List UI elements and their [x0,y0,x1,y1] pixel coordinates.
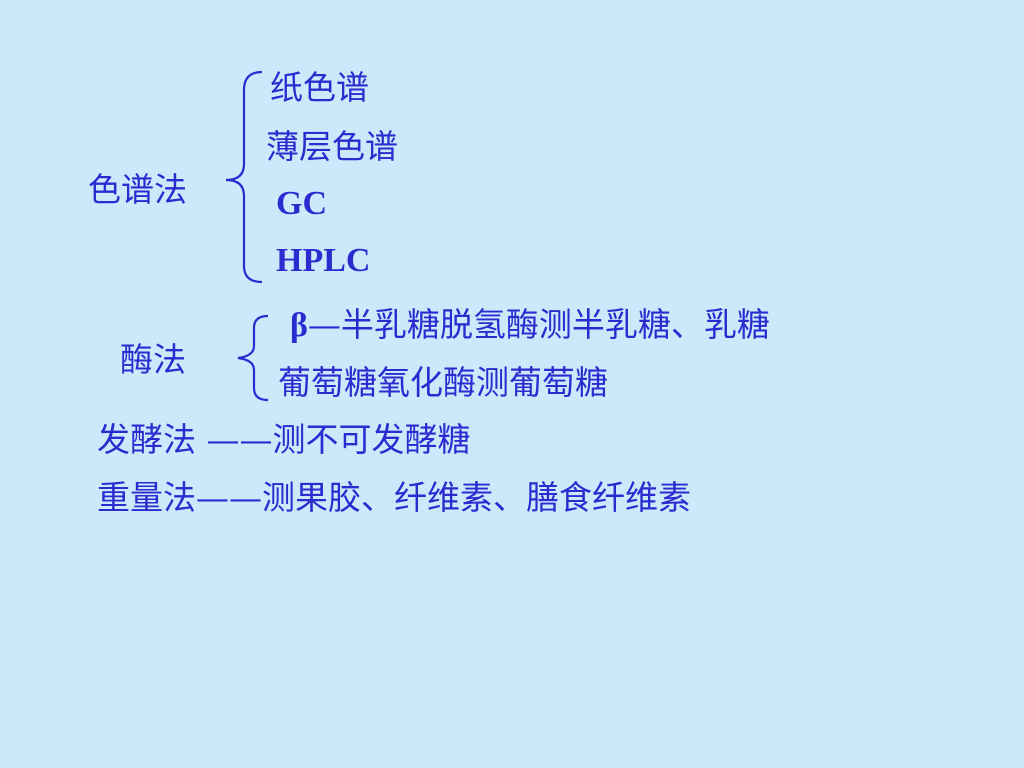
chromatography-label: 色谱法 [88,170,187,209]
enzymatic-item-galactose: β—半乳糖脱氢酶测半乳糖、乳糖 [290,305,770,346]
chromatography-item-tlc: 薄层色谱 [266,127,398,166]
chromatography-brace [225,70,263,284]
fermentation-line: 发酵法 ——测不可发酵糖 [97,420,471,459]
enzymatic-item-glucose: 葡萄糖氧化酶测葡萄糖 [278,363,608,402]
gravimetric-line: 重量法——测果胶、纤维素、膳食纤维素 [97,478,691,517]
enzymatic-item-galactose-text: 半乳糖脱氢酶测半乳糖、乳糖 [340,305,770,344]
enzymatic-brace [237,314,269,402]
chromatography-item-paper: 纸色谱 [270,68,369,107]
chromatography-item-gc: GC [276,185,327,222]
chromatography-item-hplc: HPLC [276,242,371,279]
enzymatic-dash: — [307,305,341,344]
enzymatic-label: 酶法 [120,340,186,379]
beta-symbol: β [290,307,308,344]
